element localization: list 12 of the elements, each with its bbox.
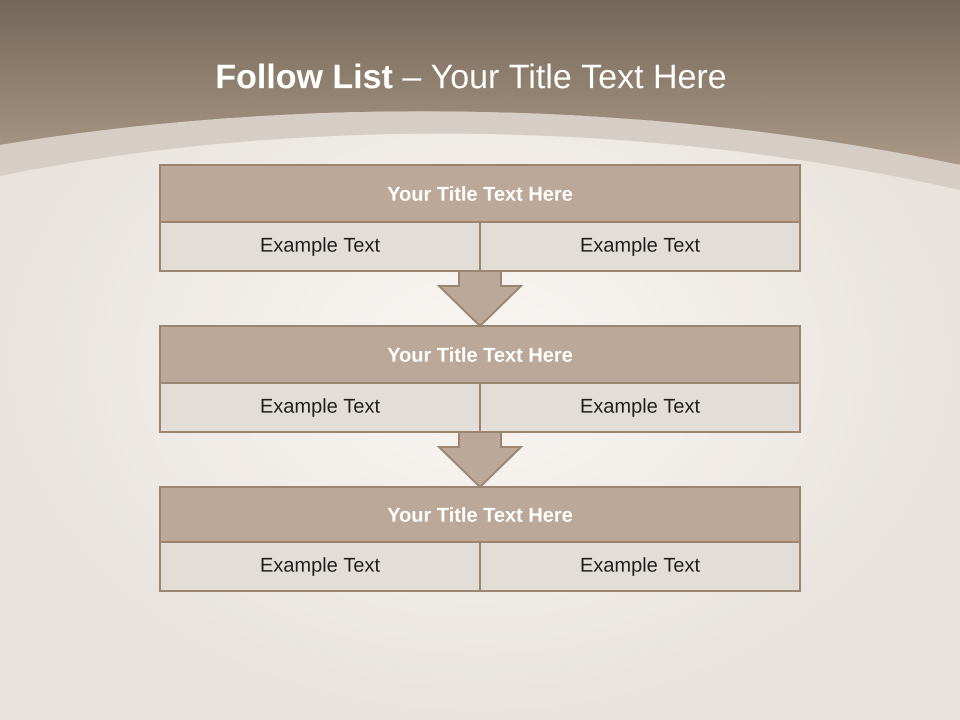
table-cell: Example Text xyxy=(479,382,802,433)
block-arrow xyxy=(436,431,524,488)
table-header: Your Title Text Here xyxy=(159,164,802,223)
table-cell: Example Text xyxy=(479,221,802,272)
table-header: Your Title Text Here xyxy=(159,325,802,384)
table-cell: Example Text xyxy=(159,382,481,433)
block-arrow xyxy=(436,270,524,328)
table-cell: Example Text xyxy=(479,541,802,592)
table-cell: Example Text xyxy=(159,221,481,272)
table-header: Your Title Text Here xyxy=(159,486,802,543)
table-cell: Example Text xyxy=(159,541,481,592)
slide-title: Follow List – Your Title Text Here xyxy=(218,64,726,88)
